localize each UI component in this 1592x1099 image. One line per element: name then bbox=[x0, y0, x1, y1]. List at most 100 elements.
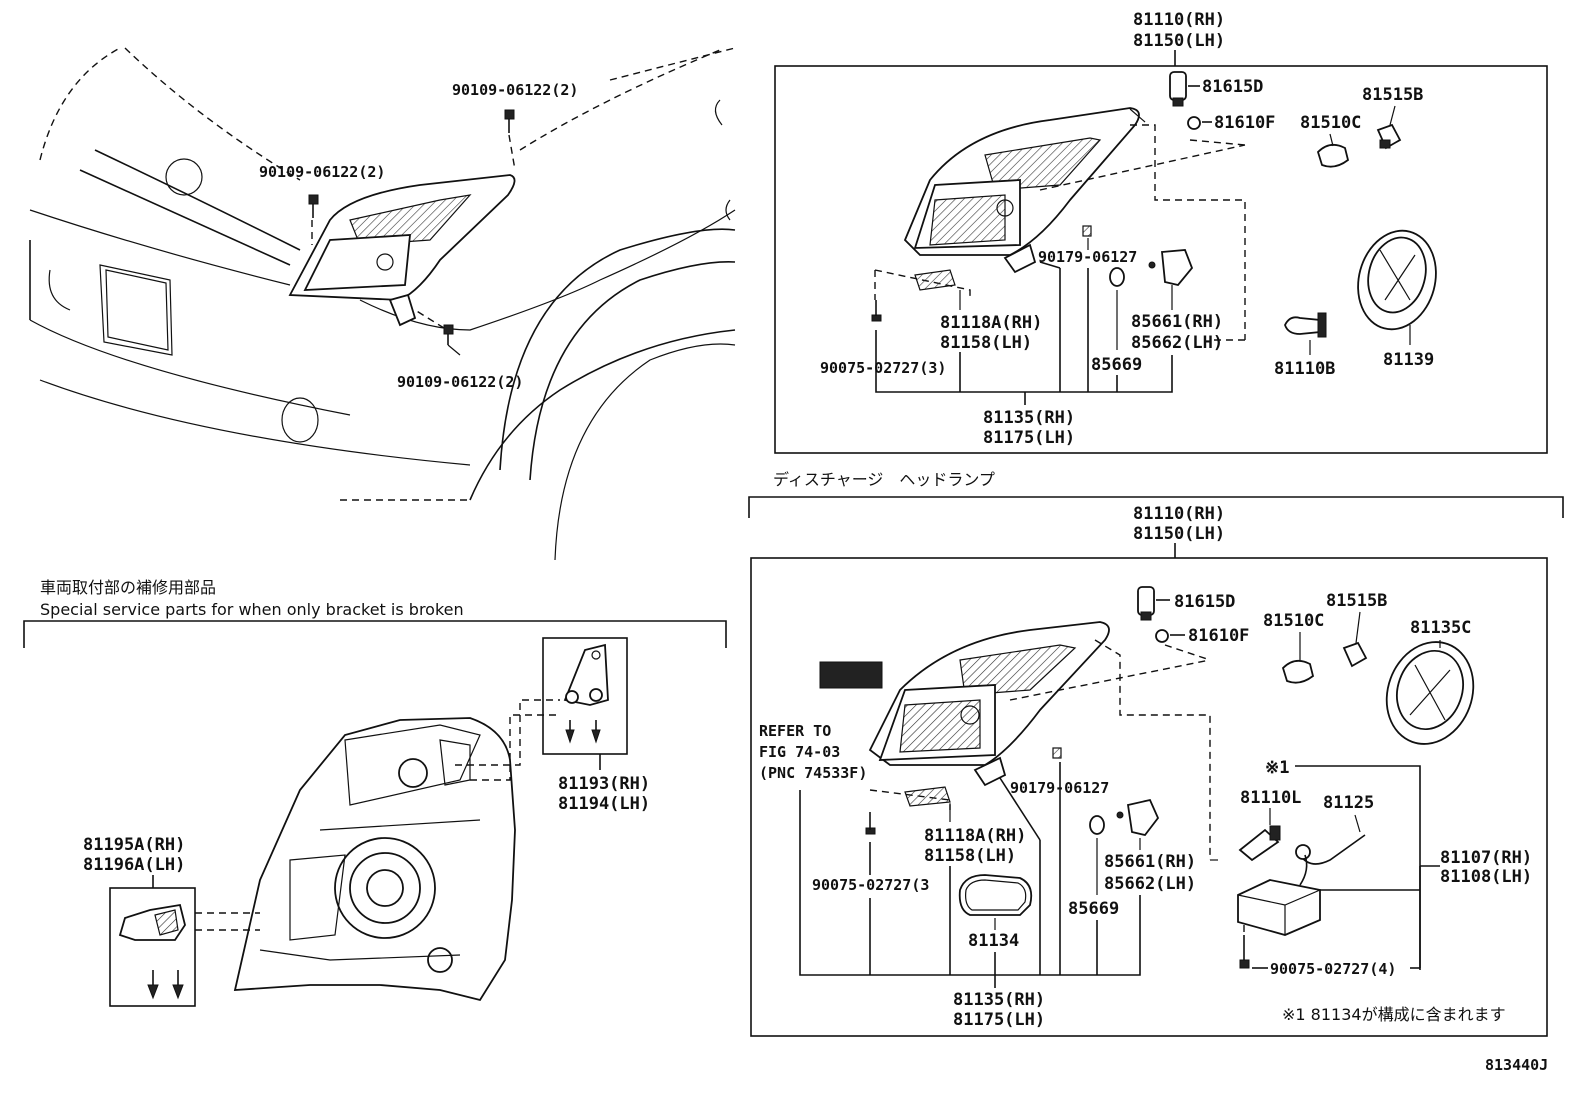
discharge-title: ディスチャージ ヘッドランプ bbox=[773, 470, 995, 489]
discharge-header-rh: 81110(RH) bbox=[1133, 504, 1225, 524]
oring-85669-icon bbox=[1109, 267, 1125, 287]
ballast-unit-icon bbox=[1237, 854, 1321, 936]
top-header-lh: 81150(LH) bbox=[1133, 31, 1225, 51]
discharge-headlamp-unit bbox=[868, 621, 1110, 787]
screw-icon bbox=[591, 720, 601, 744]
ring-81610F-icon bbox=[1187, 116, 1201, 130]
top-81510C: 81510C bbox=[1300, 113, 1361, 133]
screw-icon bbox=[147, 970, 159, 1000]
top-90075: 90075-02727(3) bbox=[820, 359, 946, 377]
dis-81110L: 81110L bbox=[1240, 788, 1301, 808]
top-81139: 81139 bbox=[1383, 350, 1434, 370]
top-85662: 85662(LH) bbox=[1131, 333, 1223, 353]
bracket-81194: 81194(LH) bbox=[558, 794, 650, 814]
bracket-title-en: Special service parts for when only brac… bbox=[40, 600, 464, 619]
bracket-81195A: 81195A(RH) bbox=[83, 835, 185, 855]
screw-icon bbox=[172, 970, 184, 1000]
refer-line2: FIG 74-03 bbox=[759, 743, 840, 761]
dis-81158: 81158(LH) bbox=[924, 846, 1016, 866]
discharge-frame bbox=[750, 557, 1548, 1037]
top-81515B: 81515B bbox=[1362, 85, 1423, 105]
top-85669: 85669 bbox=[1091, 355, 1142, 375]
bracket-81195A-frame bbox=[109, 887, 196, 1007]
top-85661: 85661(RH) bbox=[1131, 312, 1223, 332]
dis-footer-rh: 81135(RH) bbox=[953, 990, 1045, 1010]
top-81118A: 81118A(RH) bbox=[940, 313, 1042, 333]
screw-90075-icon bbox=[865, 812, 876, 835]
top-81158: 81158(LH) bbox=[940, 333, 1032, 353]
bracket-title-jp: 車両取付部の補修用部品 bbox=[40, 578, 216, 597]
dis-81108: 81108(LH) bbox=[1440, 867, 1532, 887]
label-90109-b: 90109-06122(2) bbox=[259, 163, 385, 181]
screw-icon bbox=[565, 720, 575, 744]
top-footer-rh: 81135(RH) bbox=[983, 408, 1075, 428]
hid-bulb-icon bbox=[1238, 825, 1281, 862]
top-81110B: 81110B bbox=[1274, 359, 1335, 379]
dis-footer-lh: 81175(LH) bbox=[953, 1010, 1045, 1030]
car-front-illustration bbox=[29, 47, 736, 561]
top-90179: 90179-06127 bbox=[1038, 248, 1137, 266]
label-90109-c: 90109-06122(2) bbox=[397, 373, 523, 391]
dis-81610F: 81610F bbox=[1188, 626, 1249, 646]
bolt-icon bbox=[308, 194, 319, 218]
bulb-81510C-icon bbox=[1316, 143, 1350, 168]
bulb-socket-81615D-icon bbox=[1169, 71, 1187, 107]
bracket-81193-frame bbox=[542, 637, 628, 755]
top-footer-lh: 81175(LH) bbox=[983, 428, 1075, 448]
dis-85662: 85662(LH) bbox=[1104, 874, 1196, 894]
cover-81135C-icon bbox=[1385, 641, 1475, 745]
bracket-81193: 81193(RH) bbox=[558, 774, 650, 794]
discharge-header-lh: 81150(LH) bbox=[1133, 524, 1225, 544]
refer-line1: REFER TO bbox=[759, 722, 831, 740]
socket-81515B-icon bbox=[1376, 123, 1402, 150]
screw-90075-icon bbox=[1239, 935, 1250, 969]
dis-81515B: 81515B bbox=[1326, 591, 1387, 611]
oring-85669-icon bbox=[1089, 815, 1105, 835]
dis-81510C: 81510C bbox=[1263, 611, 1324, 631]
top-81610F: 81610F bbox=[1214, 113, 1275, 133]
bracket-81193-icon bbox=[563, 643, 609, 706]
clip-90179-icon bbox=[1082, 225, 1092, 237]
figure-id: 813440J bbox=[1485, 1056, 1548, 1074]
label-plate-icon bbox=[819, 661, 883, 689]
refer-line3: (PNC 74533F) bbox=[759, 764, 867, 782]
dis-note: ※1 81134が構成に含まれます bbox=[1282, 1005, 1506, 1024]
dis-81134: 81134 bbox=[968, 931, 1019, 951]
bulb-socket-81615D-icon bbox=[1137, 586, 1155, 621]
headlamp-rear-view bbox=[195, 699, 560, 1002]
top-headlamp-unit bbox=[903, 107, 1140, 274]
bulb-81510C-icon bbox=[1281, 659, 1315, 684]
dis-90075-4: 90075-02727(4) bbox=[1270, 960, 1396, 978]
clip-90179-icon bbox=[1052, 747, 1062, 759]
dis-81125: 81125 bbox=[1323, 793, 1374, 813]
top-header-rh: 81110(RH) bbox=[1133, 10, 1225, 30]
socket-81515B-icon bbox=[1342, 641, 1368, 668]
cap-85661-icon bbox=[1148, 249, 1194, 287]
bolt-icon bbox=[504, 109, 515, 133]
screw-90075-icon bbox=[871, 300, 882, 322]
label-90109-a: 90109-06122(2) bbox=[452, 81, 578, 99]
top-assembly-frame bbox=[774, 65, 1548, 454]
dis-81118A: 81118A(RH) bbox=[924, 826, 1026, 846]
top-81615D: 81615D bbox=[1202, 77, 1263, 97]
dis-81107: 81107(RH) bbox=[1440, 848, 1532, 868]
cap-85661-icon bbox=[1116, 798, 1160, 837]
dis-81135C: 81135C bbox=[1410, 618, 1471, 638]
plate-81118A-icon bbox=[904, 786, 951, 807]
bracket-81195A-icon bbox=[118, 903, 186, 941]
plate-81118A-icon bbox=[914, 269, 956, 291]
ring-81610F-icon bbox=[1155, 629, 1169, 643]
dis-mark: ※1 bbox=[1265, 758, 1289, 778]
dis-90075: 90075-02727(3 bbox=[812, 876, 929, 894]
bulb-81110B-icon bbox=[1284, 312, 1327, 338]
dis-85661: 85661(RH) bbox=[1104, 852, 1196, 872]
cover-81139-icon bbox=[1357, 229, 1437, 331]
dis-81615D: 81615D bbox=[1174, 592, 1235, 612]
dis-85669: 85669 bbox=[1068, 899, 1119, 919]
bolt-icon bbox=[443, 324, 454, 345]
igniter-cable-icon bbox=[1295, 834, 1366, 865]
bracket-81196A: 81196A(LH) bbox=[83, 855, 185, 875]
gasket-81134-icon bbox=[958, 874, 1033, 916]
